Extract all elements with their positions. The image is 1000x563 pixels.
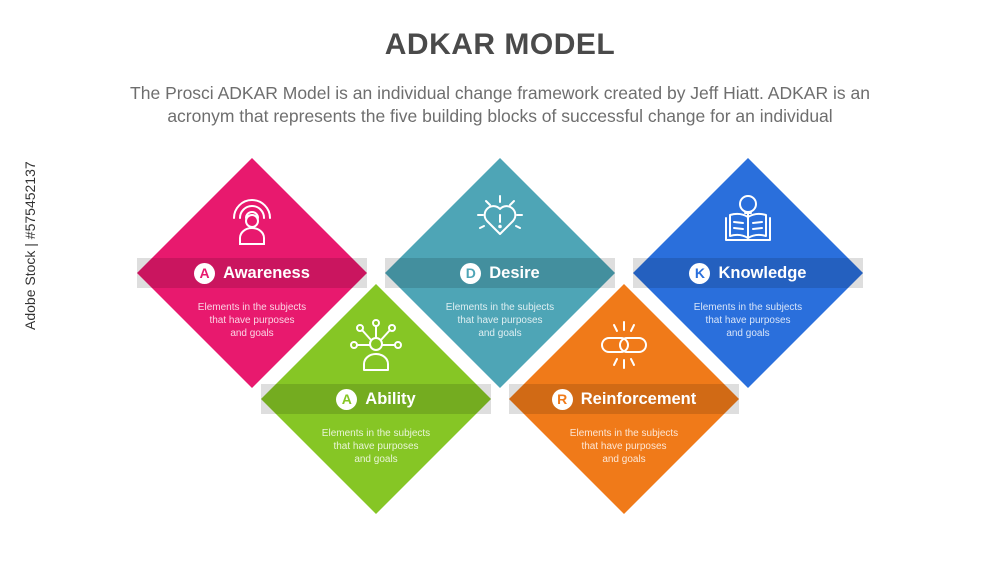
label-row: D Desire	[385, 258, 615, 288]
letter-badge: K	[689, 262, 711, 284]
block-title: Desire	[489, 263, 540, 282]
book-bulb-icon	[718, 188, 778, 248]
person-signal-icon	[222, 188, 282, 248]
block-title: Reinforcement	[580, 389, 697, 408]
label-row: A Awareness	[137, 258, 367, 288]
block-description: Elements in the subjects that have purpo…	[425, 301, 575, 340]
block-reinforcement: R Reinforcement Elements in the subjects…	[509, 284, 739, 514]
desc-line: and goals	[230, 328, 274, 339]
label-band	[137, 258, 367, 288]
desc-line: and goals	[602, 454, 646, 465]
desc-line: Elements in the subjects	[693, 302, 803, 313]
block-description: Elements in the subjects that have purpo…	[673, 301, 823, 340]
desc-line: Elements in the subjects	[569, 428, 679, 439]
desc-line: that have purposes	[333, 441, 419, 452]
letter-badge: R	[551, 388, 573, 410]
block-description: Elements in the subjects that have purpo…	[549, 427, 699, 466]
chain-link-icon	[594, 314, 654, 374]
label-band	[509, 384, 739, 414]
block-ability: A Ability Elements in the subjects that …	[261, 284, 491, 514]
letter-badge: D	[460, 262, 482, 284]
desc-line: and goals	[354, 454, 398, 465]
block-title: Knowledge	[718, 263, 807, 282]
page-title: ADKAR MODEL	[384, 28, 616, 61]
block-title: Awareness	[223, 263, 310, 282]
block-awareness: A Awareness Elements in the subjects tha…	[137, 158, 367, 388]
label-row: K Knowledge	[633, 258, 863, 288]
label-row: R Reinforcement	[509, 384, 739, 414]
desc-line: that have purposes	[457, 315, 543, 326]
page-subtitle: The Prosci ADKAR Model is an individual …	[60, 82, 940, 128]
desc-line: that have purposes	[581, 441, 667, 452]
person-network-icon	[346, 314, 406, 374]
label-band	[261, 384, 491, 414]
letter-badge: A	[336, 388, 358, 410]
block-description: Elements in the subjects that have purpo…	[177, 301, 327, 340]
block-description: Elements in the subjects that have purpo…	[301, 427, 451, 466]
watermark-text: Adobe Stock | #575452137	[22, 161, 38, 330]
desc-line: that have purposes	[209, 315, 295, 326]
subtitle-line-1: The Prosci ADKAR Model is an individual …	[130, 83, 870, 103]
desc-line: Elements in the subjects	[197, 302, 307, 313]
desc-line: and goals	[478, 328, 522, 339]
label-band	[385, 258, 615, 288]
desc-line: Elements in the subjects	[445, 302, 555, 313]
subtitle-line-2: acronym that represents the five buildin…	[167, 106, 833, 126]
watermark-container: Adobe Stock | #575452137	[12, 0, 38, 563]
letter-badge: A	[194, 262, 216, 284]
block-title: Ability	[365, 389, 416, 408]
desc-line: Elements in the subjects	[321, 428, 431, 439]
desc-line: that have purposes	[705, 315, 791, 326]
heart-exclamation-icon	[470, 188, 530, 248]
label-band	[633, 258, 863, 288]
label-row: A Ability	[261, 384, 491, 414]
desc-line: and goals	[726, 328, 770, 339]
